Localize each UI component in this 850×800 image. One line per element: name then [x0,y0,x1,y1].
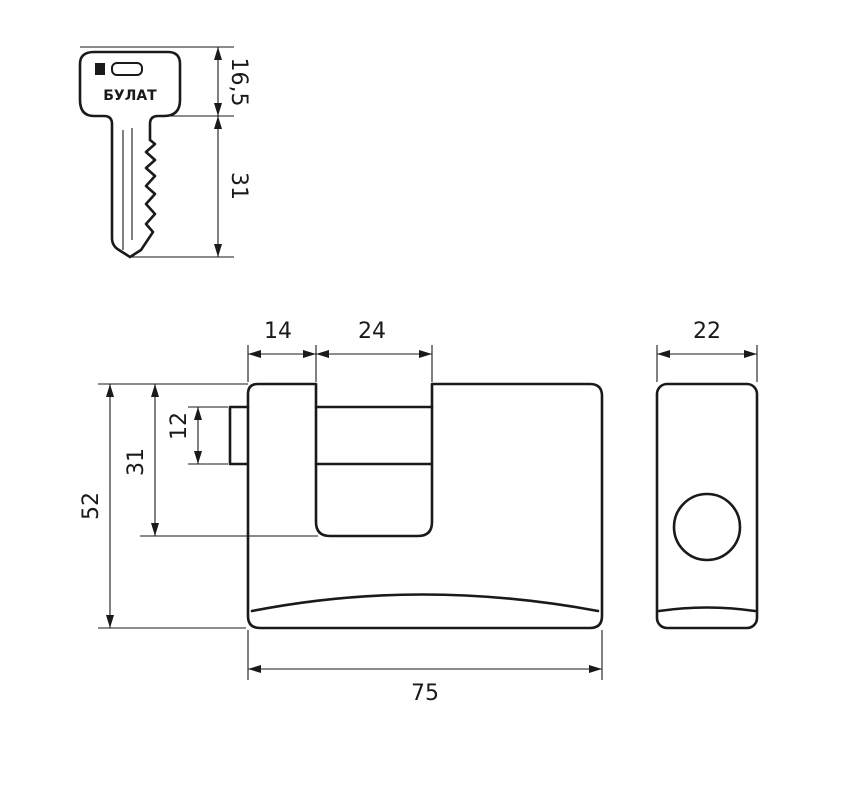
arrow-icon [248,350,261,358]
side-body [655,382,759,630]
arrow-icon [214,116,222,129]
key-outline [78,50,182,259]
side-panel-curve [657,606,757,613]
shackle-offset-label: 14 [264,319,292,344]
brand-name: БУЛАТ [103,88,157,104]
shackle-height-label: 12 [167,412,192,440]
brand-logo-icon [95,63,105,75]
total-width-label: 75 [411,681,439,706]
arrow-icon [419,350,432,358]
arrow-icon [151,384,159,397]
shackle-opening-label: 24 [358,319,386,344]
shackle-protrusion [228,405,250,466]
key-drawing: БУЛАТ 16,5 31 [78,46,251,259]
arrow-icon [214,47,222,60]
arrow-icon [214,103,222,116]
keyhole-cylinder [672,492,742,562]
arrow-icon [106,615,114,628]
arrow-icon [744,350,757,358]
arrow-icon [589,665,602,673]
arrow-icon [657,350,670,358]
brand-logo-icon [111,62,143,76]
arrow-icon [194,407,202,420]
arrow-icon [303,350,316,358]
total-height-label: 52 [79,492,104,520]
body-panel-curve [250,593,600,613]
arrow-icon [248,665,261,673]
arrow-icon [106,384,114,397]
padlock-body [246,382,604,630]
arrow-icon [214,244,222,257]
key-head-height-label: 16,5 [226,58,251,107]
arrow-icon [151,523,159,536]
inner-depth-label: 31 [124,448,149,476]
arrow-icon [194,451,202,464]
padlock-front-view: 14 24 12 31 52 75 [79,319,604,706]
side-thickness-label: 22 [693,319,721,344]
key-blade-length-label: 31 [226,172,251,200]
arrow-icon [316,350,329,358]
padlock-side-view: 22 [655,319,759,630]
